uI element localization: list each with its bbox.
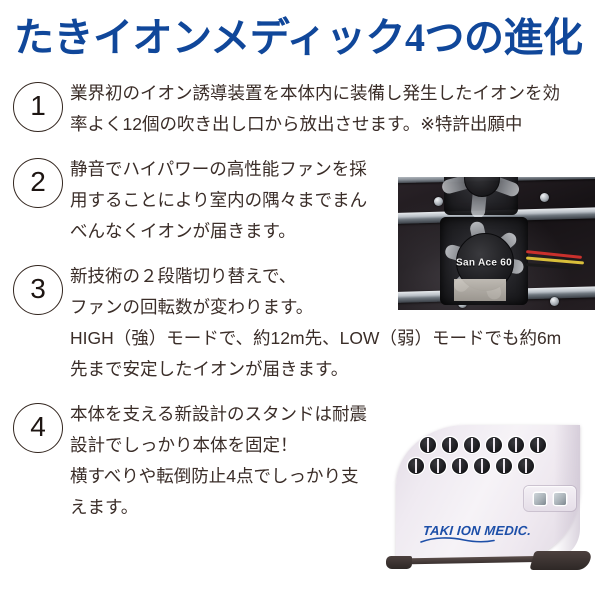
feature-text-4: 本体を支える新設計のスタンドは耐震 設計でしっかり本体を固定！ 横すべりや転倒防… — [70, 399, 400, 523]
control-panel[interactable] — [524, 486, 576, 511]
feature-text-2: 静音でハイパワーの高性能ファンを採 用することにより室内の隅々までまん べんなく… — [70, 154, 388, 247]
vent-row — [420, 437, 550, 453]
fan-hub-icon — [464, 177, 500, 197]
feature-text-1: 業界初のイオン誘導装置を本体内に装備し発生したイオンを効 率よく12個の吹き出し… — [70, 78, 600, 140]
feature-item-2: 2 静音でハイパワーの高性能ファンを採 用することにより室内の隅々までまん べん… — [0, 154, 600, 247]
feature-text-line: べんなくイオンが届きます。 — [70, 221, 296, 241]
screw-icon — [550, 297, 559, 306]
vent-hole-icon — [474, 458, 490, 474]
fan-unit-icon: San Ace 60 — [440, 217, 528, 305]
vent-hole-icon — [486, 437, 502, 453]
feature-text-line: 用することにより室内の隅々までまん — [70, 190, 368, 210]
fan-sticker — [454, 278, 507, 301]
feature-number-badge-1: 1 — [13, 82, 63, 132]
mode-button-high[interactable] — [534, 492, 546, 505]
vent-grid — [408, 437, 550, 474]
feature-text-line: 先まで安定したイオンが届きます。 — [70, 359, 349, 379]
page-title: たきイオンメディック4つの進化 — [14, 15, 583, 60]
screw-icon — [434, 197, 443, 206]
vent-hole-icon — [420, 437, 436, 453]
upper-fan-icon — [440, 177, 521, 219]
stand-foot-right — [529, 551, 593, 570]
product-housing: TAKI ION MEDIC. — [396, 425, 580, 558]
feature-item-4: 4 本体を支える新設計のスタンドは耐震 設計でしっかり本体を固定！ 横すべりや転… — [0, 399, 600, 523]
vent-hole-icon — [452, 458, 468, 474]
feature-number-badge-2: 2 — [13, 158, 63, 208]
feature-list: 1 業界初のイオン誘導装置を本体内に装備し発生したイオンを効 率よく12個の吹き… — [0, 78, 600, 537]
feature-text-3: 新技術の２段階切り替えで、 ファンの回転数が変わります。 HIGH（強）モードで… — [70, 261, 600, 385]
vent-hole-icon — [508, 437, 524, 453]
feature-text-line: HIGH（強）モードで、約12m先、LOW（弱）モードでも約6m — [70, 328, 562, 348]
feature-text-line: ファンの回転数が変わります。 — [70, 297, 314, 317]
vent-hole-icon — [442, 437, 458, 453]
logo-swoosh-icon — [420, 537, 495, 543]
feature-number-badge-4: 4 — [13, 403, 63, 453]
vent-hole-icon — [530, 437, 546, 453]
feature-text-line: 横すべりや転倒防止4点でしっかり支 — [70, 466, 359, 486]
feature-text-line: 設計でしっかり本体を固定！ — [70, 435, 298, 455]
feature-text-line: 新技術の２段階切り替えで、 — [70, 266, 297, 286]
vent-hole-icon — [408, 458, 424, 474]
feature-number-badge-3: 3 — [13, 265, 63, 315]
vent-hole-icon — [518, 458, 534, 474]
feature-text-line: 率よく12個の吹き出し口から放出させます。※特許出願中 — [70, 114, 523, 134]
feature-text-line: えます。 — [70, 497, 139, 517]
feature-item-1: 1 業界初のイオン誘導装置を本体内に装備し発生したイオンを効 率よく12個の吹き… — [0, 78, 600, 140]
feature-text-line: 本体を支える新設計のスタンドは耐震 — [70, 404, 367, 424]
product-photo: TAKI ION MEDIC. — [378, 423, 598, 598]
stand-foot-left — [386, 556, 412, 569]
vent-row — [408, 458, 550, 474]
vent-hole-icon — [496, 458, 512, 474]
screw-icon — [540, 193, 549, 202]
feature-text-line: 業界初のイオン誘導装置を本体内に装備し発生したイオンを効 — [70, 83, 560, 103]
feature-text-line: 静音でハイパワーの高性能ファンを採 — [70, 159, 367, 179]
fan-brand-label: San Ace 60 — [456, 257, 512, 269]
vent-hole-icon — [464, 437, 480, 453]
vent-hole-icon — [430, 458, 446, 474]
mode-button-low[interactable] — [554, 492, 566, 505]
fan-photo: San Ace 60 — [398, 177, 595, 310]
feature-item-3: 3 新技術の２段階切り替えで、 ファンの回転数が変わります。 HIGH（強）モー… — [0, 261, 600, 385]
product-stand — [380, 551, 593, 575]
